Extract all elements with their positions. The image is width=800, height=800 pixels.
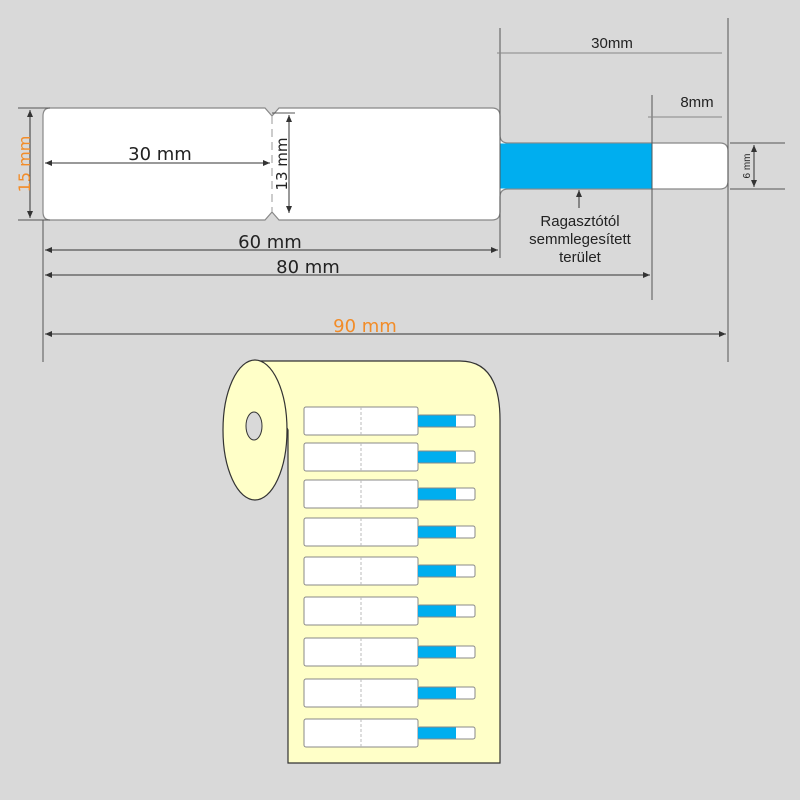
- roll-label-body: [303, 596, 419, 626]
- roll-label-adhesive-free: [418, 646, 456, 658]
- total-width-label: 90 mm: [333, 316, 397, 337]
- roll-label: [303, 479, 476, 509]
- extension-lines: [18, 18, 785, 362]
- roll-label-body: [303, 718, 419, 748]
- roll-label-adhesive-free: [418, 565, 456, 577]
- roll-label: [303, 442, 476, 472]
- roll-label-body: [303, 479, 419, 509]
- roll-label: [303, 718, 476, 748]
- annotation-line-2: semmlegesített: [529, 231, 632, 248]
- label-roll: [222, 359, 501, 764]
- roll-label: [303, 596, 476, 626]
- section-width-label: 30 mm: [128, 144, 192, 165]
- adhesive-free-area: [500, 143, 653, 189]
- roll-label: [303, 678, 476, 708]
- body-width-label: 60 mm: [238, 232, 302, 253]
- height-total-label: 15 mm: [15, 136, 34, 193]
- roll-label-adhesive-free: [418, 526, 456, 538]
- roll-label-body: [303, 678, 419, 708]
- roll-label-adhesive-free: [418, 605, 456, 617]
- roll-label: [303, 517, 476, 547]
- to-white-width-label: 80 mm: [276, 257, 340, 278]
- roll-label-adhesive-free: [418, 488, 456, 500]
- tail-width-label: 30mm: [591, 35, 633, 52]
- roll-core-hole: [245, 411, 263, 441]
- roll-label-body: [303, 517, 419, 547]
- annotation-line-3: terület: [559, 249, 602, 266]
- tail-height-label: 6 mm: [742, 154, 753, 179]
- roll-label-adhesive-free: [418, 415, 456, 427]
- roll-label-adhesive-free: [418, 727, 456, 739]
- roll-label-adhesive-free: [418, 451, 456, 463]
- label-outline: [42, 107, 729, 221]
- roll-label: [303, 556, 476, 586]
- roll-label: [303, 406, 476, 436]
- roll-label-body: [303, 406, 419, 436]
- annotation-line-1: Ragasztótól: [540, 213, 619, 230]
- dimension-arrows: [27, 52, 757, 337]
- section-height-label: 13 mm: [273, 137, 291, 190]
- roll-label-body: [303, 637, 419, 667]
- roll-label-adhesive-free: [418, 687, 456, 699]
- roll-label-body: [303, 442, 419, 472]
- tail-end-width-label: 8mm: [680, 94, 713, 111]
- roll-label-body: [303, 556, 419, 586]
- roll-label: [303, 637, 476, 667]
